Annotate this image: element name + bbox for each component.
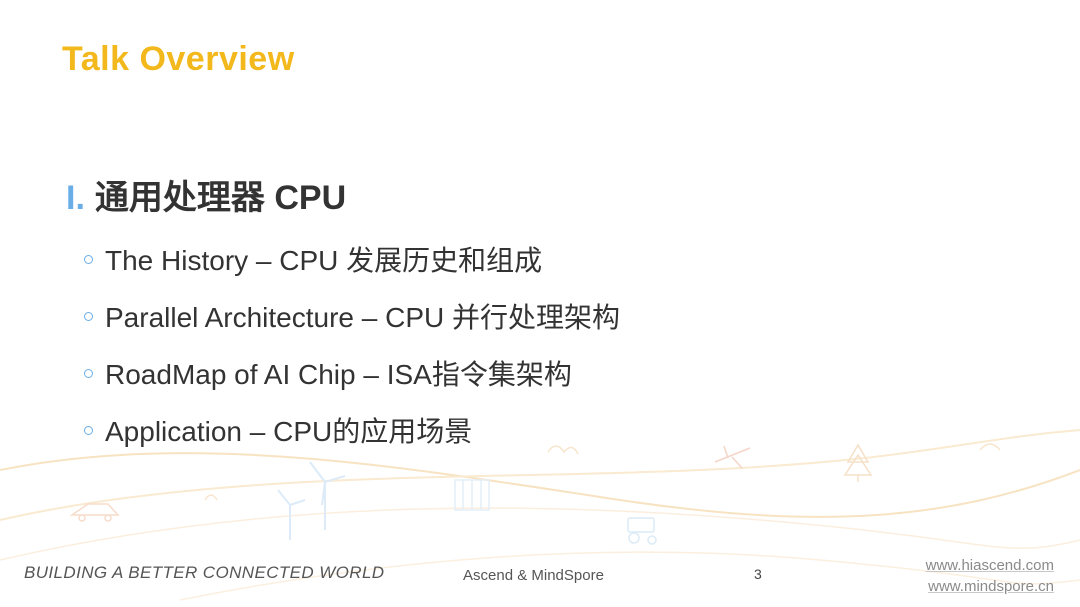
circle-bullet-icon <box>84 369 93 378</box>
list-item: Parallel Architecture – CPU 并行处理架构 <box>84 287 620 344</box>
tractor-icon <box>627 517 657 545</box>
url-link-hiascend[interactable]: www.hiascend.com <box>925 557 1054 574</box>
building-icon <box>454 479 490 511</box>
footer-urls: www.hiascend.com www.mindspore.cn <box>926 555 1054 597</box>
bullet-text: Application – CPU的应用场景 <box>105 415 473 447</box>
section-heading: I.通用处理器 CPU <box>66 170 346 219</box>
list-item: The History – CPU 发展历史和组成 <box>84 230 620 287</box>
car-icon <box>69 503 120 522</box>
tree-icon <box>843 443 873 482</box>
circle-bullet-icon <box>84 312 93 321</box>
footer-slogan: BUILDING A BETTER CONNECTED WORLD <box>24 563 385 582</box>
bullet-text: Parallel Architecture – CPU 并行处理架构 <box>105 301 621 333</box>
footer-center-text: Ascend & MindSpore <box>463 567 604 584</box>
bullet-list: The History – CPU 发展历史和组成 Parallel Archi… <box>84 230 620 458</box>
bullet-text: The History – CPU 发展历史和组成 <box>105 244 543 276</box>
section-text: 通用处理器 CPU <box>94 179 347 217</box>
plane-icon <box>714 445 751 469</box>
url-link-mindspore[interactable]: www.mindspore.cn <box>928 578 1054 595</box>
list-item: RoadMap of AI Chip – ISA指令集架构 <box>84 344 620 401</box>
section-number: I. <box>66 179 85 217</box>
page-number: 3 <box>754 566 762 582</box>
circle-bullet-icon <box>84 426 93 435</box>
circle-bullet-icon <box>84 255 93 264</box>
bullet-text: RoadMap of AI Chip – ISA指令集架构 <box>105 358 572 390</box>
slide-title: Talk Overview <box>62 40 295 78</box>
wind-turbine-icon <box>277 461 346 540</box>
list-item: Application – CPU的应用场景 <box>84 401 620 458</box>
